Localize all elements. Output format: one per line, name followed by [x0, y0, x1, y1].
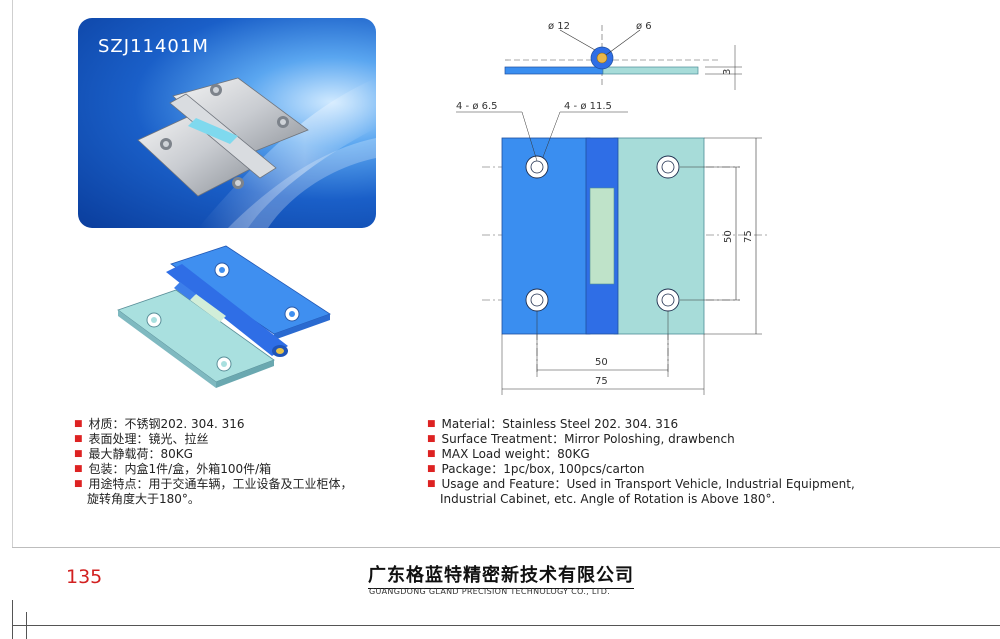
bullet-icon: ■: [427, 479, 436, 489]
bullet-icon: ■: [74, 464, 83, 474]
section-drawing: ø 12 ø 6 3: [480, 10, 770, 94]
company-name-english: GUANGDONG GLAND PRECISION TECHNOLOGY CO.…: [369, 587, 610, 596]
label-holes-small: 4 - ø 6.5: [456, 101, 498, 112]
label-height: 75: [743, 230, 754, 243]
photo-hinge-illustration: [137, 77, 376, 228]
spec-item: ■表面处理：镜光、拉丝: [74, 432, 209, 446]
margin-rule: [12, 0, 13, 548]
label-hole-spacing-horizontal: 50: [595, 357, 608, 368]
bullet-icon: ■: [74, 479, 83, 489]
spec-item: ■最大静载荷：80KG: [74, 447, 193, 461]
margin-rule-bottom: [12, 600, 13, 639]
bullet-icon: ■: [427, 434, 436, 444]
spec-item: ■包装：内盒1件/盒，外箱100件/箱: [74, 462, 272, 476]
spec-item-continuation: Industrial Cabinet, etc. Angle of Rotati…: [440, 492, 776, 506]
spec-item: ■Surface Treatment：Mirror Poloshing, dra…: [427, 432, 735, 446]
spec-item: ■材质：不锈钢202. 304. 316: [74, 417, 245, 431]
bullet-icon: ■: [427, 464, 436, 474]
model-number: SZJ11401M: [98, 36, 209, 57]
label-holes-large: 4 - ø 11.5: [564, 101, 612, 112]
bottom-divider: [12, 625, 1000, 626]
spec-item-continuation: 旋转角度大于180°。: [87, 492, 200, 506]
specs-english: ■Material：Stainless Steel 202. 304. 316 …: [427, 417, 877, 507]
specs-chinese: ■材质：不锈钢202. 304. 316 ■表面处理：镜光、拉丝 ■最大静载荷：…: [74, 417, 404, 507]
spec-item: ■用途特点：用于交通车辆，工业设备及工业柜体，: [74, 477, 353, 491]
front-view-drawing: 4 - ø 6.5 4 - ø 11.5 50 75 50 75: [440, 95, 780, 399]
spec-item: ■Package：1pc/box, 100pcs/carton: [427, 462, 645, 476]
spec-item: ■MAX Load weight：80KG: [427, 447, 590, 461]
label-thickness: 3: [722, 69, 733, 75]
bullet-icon: ■: [427, 449, 436, 459]
label-hole-spacing-vertical: 50: [723, 230, 734, 243]
company-name-chinese: 广东格蓝特精密新技术有限公司: [368, 561, 634, 589]
spec-item: ■Material：Stainless Steel 202. 304. 316: [427, 417, 679, 431]
footer-divider: [12, 547, 1000, 548]
hinge-render: [116, 242, 346, 396]
bullet-icon: ■: [74, 419, 83, 429]
label-pin-dia: ø 12: [548, 21, 570, 32]
bullet-icon: ■: [74, 449, 83, 459]
label-bore-dia: ø 6: [636, 21, 652, 32]
label-width: 75: [595, 376, 608, 387]
product-photo: SZJ11401M: [78, 18, 376, 228]
bullet-icon: ■: [74, 434, 83, 444]
bullet-icon: ■: [427, 419, 436, 429]
spec-item: ■Usage and Feature：Used in Transport Veh…: [427, 477, 855, 491]
page-number: 135: [66, 566, 103, 588]
